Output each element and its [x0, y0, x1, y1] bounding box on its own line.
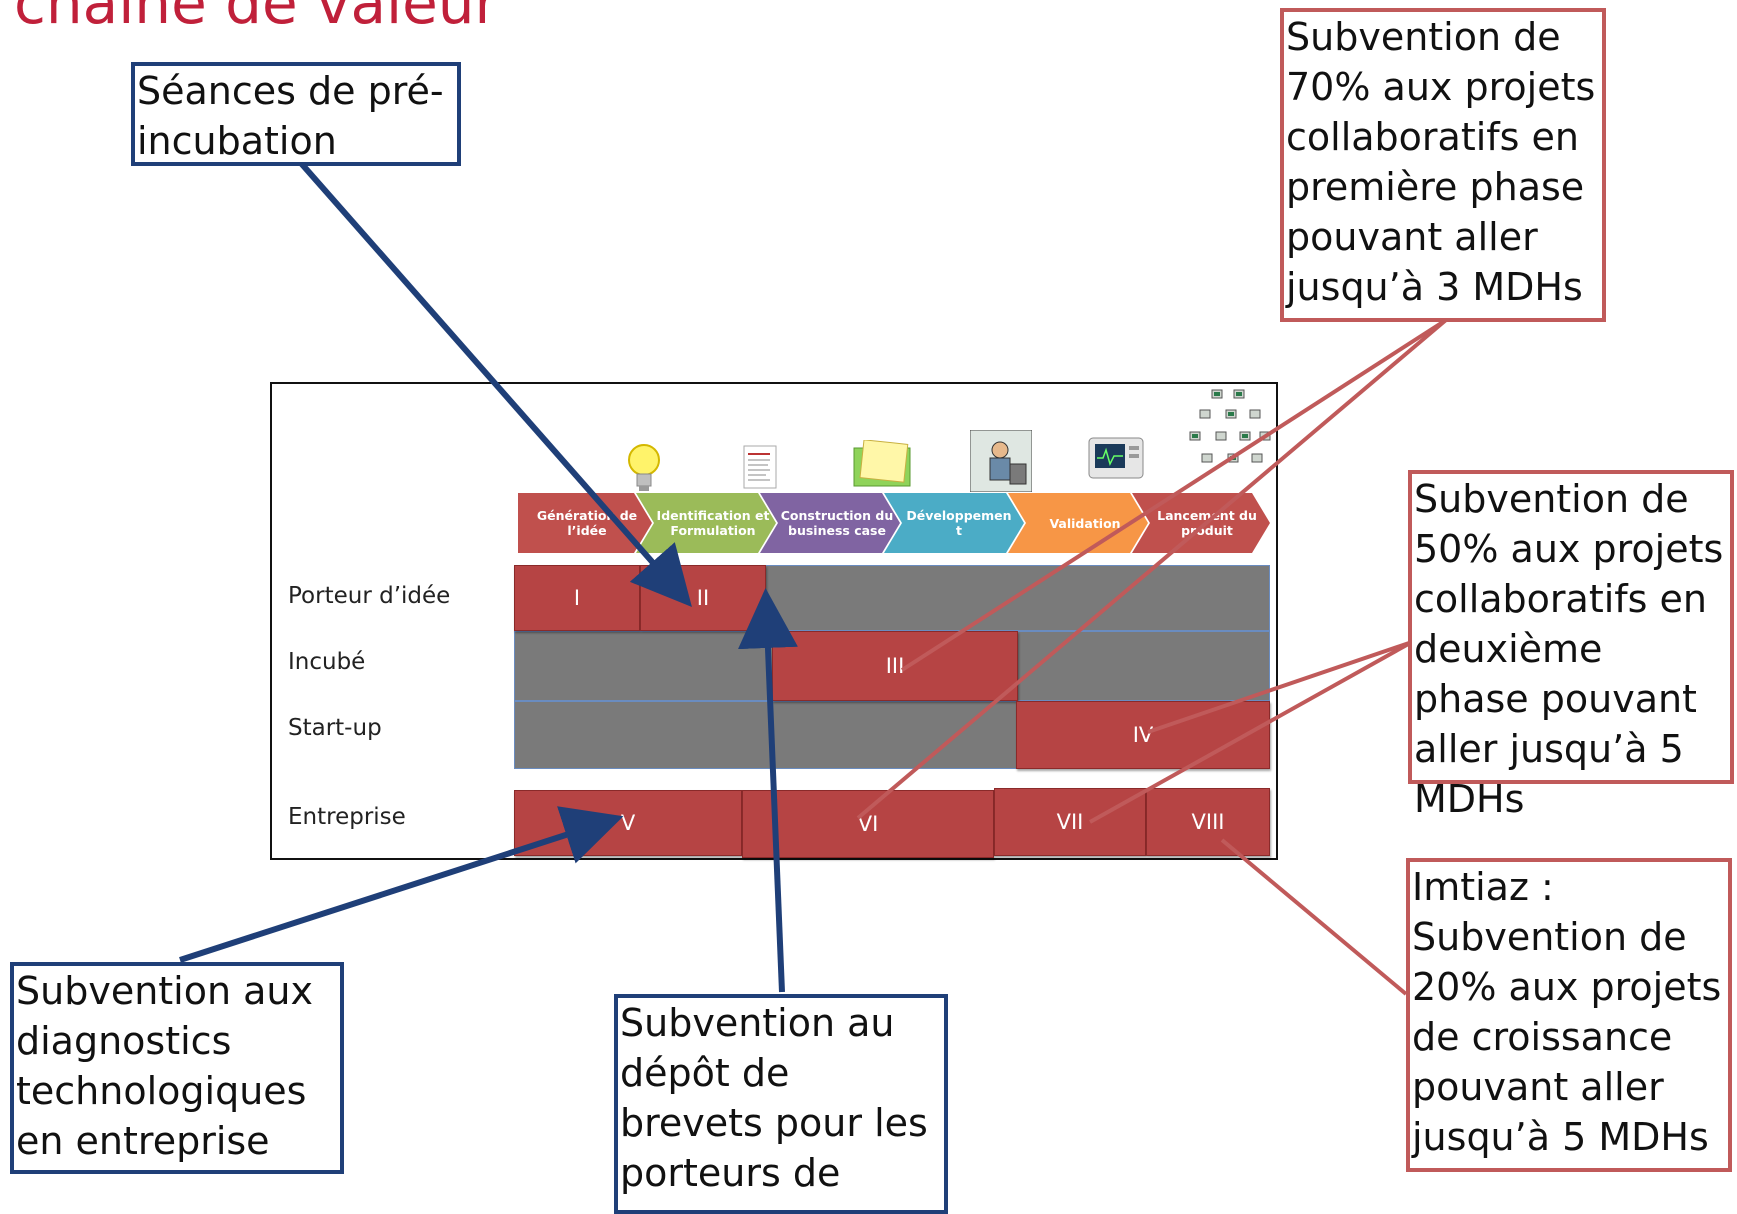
- phase-label-5: Validation: [1049, 515, 1121, 531]
- callout-collab-phase2: Subvention de 50% aux projets collaborat…: [1408, 470, 1734, 821]
- cell-IV: IV: [1016, 701, 1270, 769]
- callout-brevets: Subvention au dépôt de brevets pour les …: [614, 994, 948, 1214]
- row-label-startup: Start-up: [288, 715, 382, 741]
- phase-chevrons: Génération de l’idée Identification et F…: [518, 493, 1270, 553]
- page-title: chaîne de valeur: [14, 0, 499, 37]
- cell-III: III: [772, 631, 1018, 701]
- worker-icon: [970, 430, 1032, 492]
- lightbulb-icon: [628, 444, 660, 491]
- cell-I: I: [514, 565, 640, 631]
- callout-collab-phase1: Subvention de 70% aux projets collaborat…: [1280, 8, 1606, 322]
- document-icon: [743, 445, 777, 489]
- row-label-porteur: Porteur d’idée: [288, 583, 451, 609]
- callout-pre-incubation: Séances de pré-incubation: [131, 62, 461, 166]
- monitor-icon: [1088, 437, 1144, 479]
- phase-label-6: Lancement du produit: [1157, 508, 1257, 538]
- cell-VIII: VIII: [1146, 788, 1270, 856]
- callout-diagnostics: Subvention aux diagnostics technologique…: [10, 962, 344, 1174]
- computer-network-icon: [1189, 389, 1271, 463]
- phase-label-1: Génération de l’idée: [536, 508, 638, 538]
- cell-V: V: [514, 790, 742, 856]
- phase-label-3: Construction du business case: [780, 508, 894, 538]
- folder-icon: [853, 440, 911, 487]
- phase-label-4: Développement: [906, 508, 1012, 538]
- phase-label-2: Identification et Formulation: [656, 508, 770, 538]
- cell-VI: VI: [742, 790, 994, 858]
- row-label-entreprise: Entreprise: [288, 804, 406, 830]
- callout-imtiaz: Imtiaz : Subvention de 20% aux projets d…: [1406, 858, 1732, 1172]
- row-label-incube: Incubé: [288, 649, 366, 675]
- cell-VII: VII: [994, 788, 1146, 856]
- cell-II: II: [640, 565, 766, 631]
